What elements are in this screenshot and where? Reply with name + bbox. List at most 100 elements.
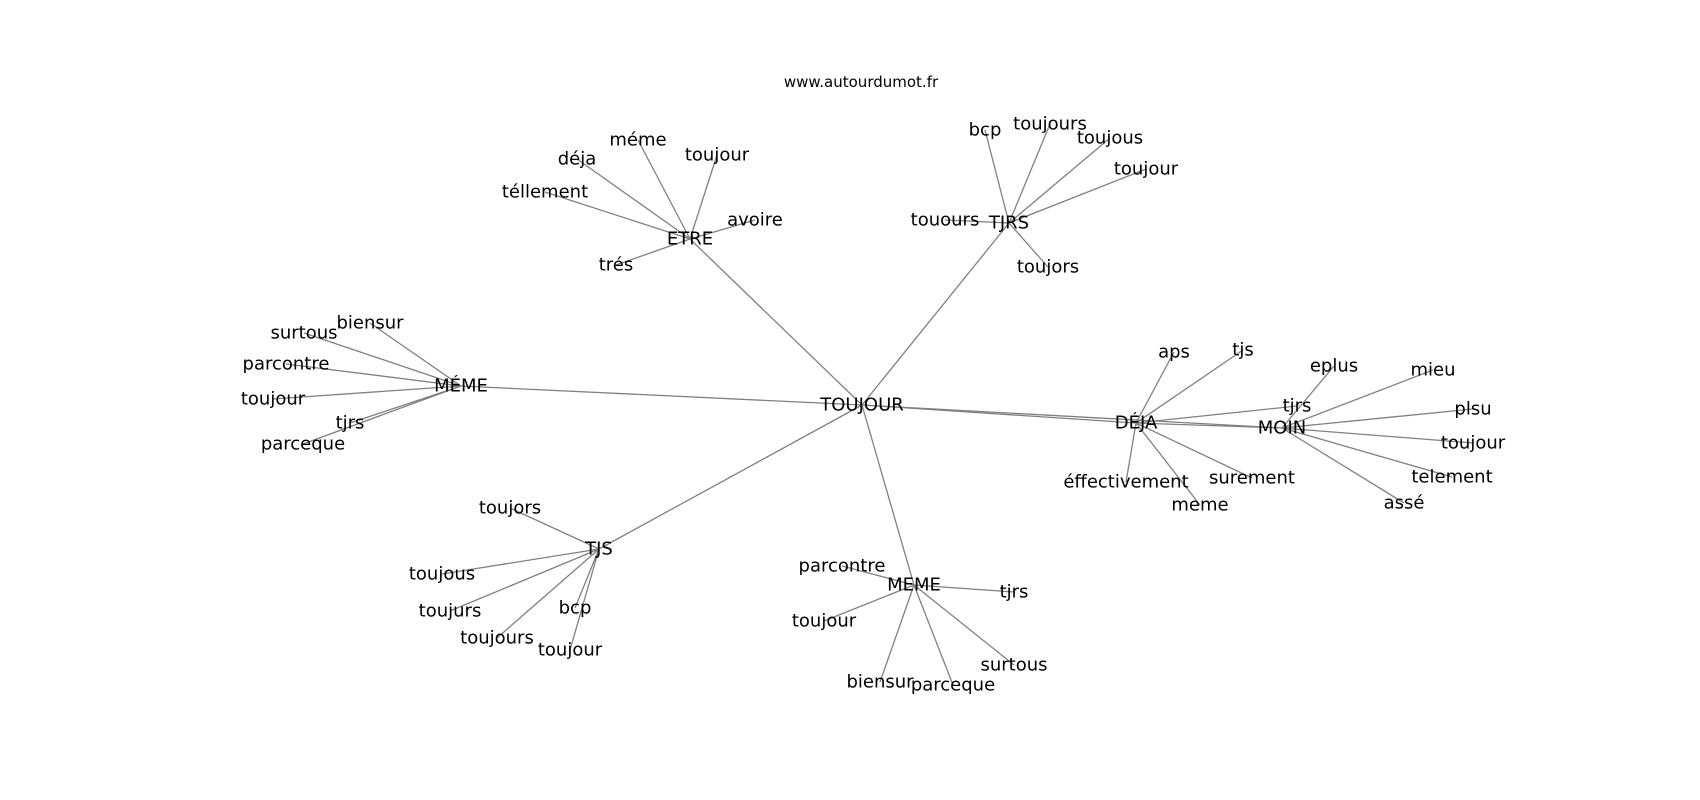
edge-n0-n2 xyxy=(861,222,1010,406)
node-label-n25: parceque xyxy=(261,434,345,455)
node-label-n22: parcontre xyxy=(243,354,330,375)
node-label-n45: toujour xyxy=(792,611,857,632)
node-label-n33: mieu xyxy=(1410,360,1455,381)
node-label-n0: TOUJOUR xyxy=(819,395,904,416)
node-label-n44: parcontre xyxy=(799,556,886,577)
edge-n1-n10 xyxy=(576,158,691,240)
edge-n7-n46 xyxy=(913,584,1015,593)
node-label-n3: MÉME xyxy=(434,375,488,397)
edge-n5-n33 xyxy=(1281,369,1434,429)
node-label-n38: toujors xyxy=(479,498,541,519)
edge-n5-n34 xyxy=(1281,408,1474,429)
node-label-n40: toujurs xyxy=(419,601,482,622)
edge-n3-n25 xyxy=(302,385,462,445)
node-label-n41: bcp xyxy=(559,598,592,619)
edge-n0-n1 xyxy=(689,238,863,406)
node-label-n43: toujour xyxy=(538,640,603,661)
edge-n4-n29 xyxy=(1125,422,1137,483)
edge-n2-n16 xyxy=(1008,137,1111,224)
edge-n2-n14 xyxy=(984,129,1010,224)
edge-n0-n7 xyxy=(861,404,915,586)
node-label-n47: surtous xyxy=(980,655,1047,676)
edge-n0-n5 xyxy=(861,404,1283,429)
node-label-n48: biensur xyxy=(846,672,914,693)
edge-n1-n9 xyxy=(689,154,718,240)
node-label-n35: toujour xyxy=(1441,433,1506,454)
edge-n6-n38 xyxy=(509,507,600,550)
edge-n1-n12 xyxy=(689,219,756,240)
node-label-n37: assé xyxy=(1384,493,1425,514)
edge-n0-n3 xyxy=(460,385,863,406)
node-label-n8: méme xyxy=(609,130,666,151)
node-label-n46: tjrs xyxy=(1000,582,1029,603)
node-label-n12: avoire xyxy=(727,210,783,231)
node-label-n2: TJRS xyxy=(988,213,1029,234)
node-label-n28: tjrs xyxy=(1283,396,1312,417)
node-label-n10: déja xyxy=(558,149,597,170)
edge-n3-n22 xyxy=(285,363,462,387)
edge-n5-n36 xyxy=(1281,427,1453,478)
edge-n1-n13 xyxy=(615,238,691,266)
node-label-n19: toujors xyxy=(1017,257,1079,278)
edge-n3-n20 xyxy=(369,322,462,387)
node-label-n6: TJS xyxy=(584,539,613,560)
node-label-n9: toujour xyxy=(685,145,750,166)
edge-n4-n28 xyxy=(1135,405,1298,424)
node-label-n26: aps xyxy=(1158,342,1190,363)
edge-n3-n23 xyxy=(272,385,462,400)
node-label-n15: toujours xyxy=(1013,114,1087,135)
node-label-n20: biensur xyxy=(336,313,404,334)
edge-n4-n26 xyxy=(1135,351,1175,424)
node-label-n29: éffectivement xyxy=(1063,472,1188,493)
edge-n4-n27 xyxy=(1135,349,1244,424)
node-label-n39: toujous xyxy=(409,564,475,585)
node-label-n49: parceque xyxy=(911,675,995,696)
edge-n5-n32 xyxy=(1281,365,1335,429)
node-label-n11: téllement xyxy=(502,182,588,203)
node-label-n13: trés xyxy=(599,255,634,276)
edge-n7-n47 xyxy=(913,584,1015,666)
edge-n2-n17 xyxy=(1008,168,1147,224)
edge-n4-n31 xyxy=(1135,422,1201,506)
node-label-n14: bcp xyxy=(969,120,1002,141)
node-label-n24: tjrs xyxy=(336,413,365,434)
node-label-n30: surement xyxy=(1209,468,1295,489)
node-label-n16: toujous xyxy=(1077,128,1143,149)
edge-n1-n11 xyxy=(544,191,691,240)
edge-n4-n30 xyxy=(1135,422,1253,479)
edge-n6-n40 xyxy=(449,548,600,612)
edge-n2-n15 xyxy=(1008,123,1051,224)
node-label-n21: surtous xyxy=(270,323,337,344)
edge-n0-n6 xyxy=(598,404,863,550)
edge-n6-n42 xyxy=(496,548,600,639)
node-label-n34: plsu xyxy=(1454,399,1491,420)
site-url: www.autourdumot.fr xyxy=(784,73,939,91)
edge-n4-n5 xyxy=(1135,422,1283,429)
node-label-n1: ETRE xyxy=(667,229,713,250)
node-label-n42: toujours xyxy=(460,628,534,649)
edge-n5-n35 xyxy=(1281,427,1474,444)
edge-n1-n8 xyxy=(637,139,691,240)
edge-n7-n48 xyxy=(879,584,915,683)
edge-n7-n49 xyxy=(913,584,954,686)
edge-n5-n37 xyxy=(1281,427,1405,504)
graph-edges xyxy=(272,123,1474,686)
node-label-n32: eplus xyxy=(1310,356,1358,377)
edge-n7-n44 xyxy=(841,565,915,586)
edge-n7-n45 xyxy=(823,584,915,622)
edge-n6-n39 xyxy=(441,548,600,575)
node-label-n23: toujour xyxy=(241,389,306,410)
node-label-n27: tjs xyxy=(1232,340,1253,361)
node-label-n4: DÉJA xyxy=(1115,412,1158,434)
node-label-n5: MOIN xyxy=(1258,418,1306,439)
edge-n2-n19 xyxy=(1008,222,1049,268)
edge-n6-n43 xyxy=(569,548,600,651)
node-label-n7: MEME xyxy=(887,575,941,596)
edge-n6-n41 xyxy=(574,548,600,609)
edge-n3-n21 xyxy=(303,332,462,387)
node-label-n18: touours xyxy=(911,210,980,231)
node-label-n31: meme xyxy=(1171,495,1228,516)
node-label-n36: telement xyxy=(1411,467,1492,488)
